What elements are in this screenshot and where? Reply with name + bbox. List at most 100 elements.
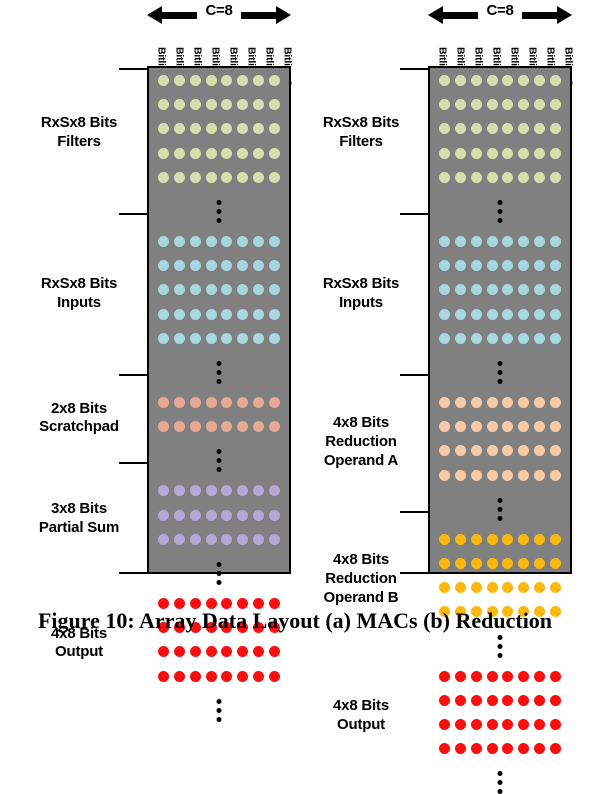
ellipsis-dot — [216, 562, 222, 567]
dot-row — [434, 332, 566, 345]
memory-cell-dot — [173, 670, 185, 682]
ellipsis-dot — [497, 379, 503, 384]
memory-cell-dot — [158, 533, 169, 545]
memory-cell-dot — [454, 308, 466, 320]
dot-row — [434, 469, 566, 482]
memory-cell-dot — [439, 171, 450, 183]
memory-cell-dot — [439, 284, 450, 296]
memory-cell-dot — [518, 694, 530, 706]
memory-cell-dot — [173, 421, 185, 433]
memory-cell-dot — [237, 670, 249, 682]
memory-cell-dot — [470, 260, 482, 272]
arrow-left-icon — [147, 6, 162, 24]
dot-row — [434, 718, 566, 731]
memory-cell-dot — [502, 147, 514, 159]
section-label-line-2: Reduction — [325, 569, 397, 587]
memory-cell-dot — [268, 485, 280, 497]
memory-cell-dot — [189, 421, 201, 433]
memory-cell-dot — [502, 694, 514, 706]
bitline-label-3: Bitline 3 — [464, 26, 485, 85]
memory-cell-dot — [158, 123, 169, 135]
ellipsis-dot — [216, 370, 222, 375]
memory-cell-dot — [253, 646, 265, 658]
memory-cell-dot — [221, 622, 233, 634]
memory-cell-dot — [486, 99, 498, 111]
memory-cell-dot — [268, 332, 280, 344]
memory-cell-dot — [173, 284, 185, 296]
memory-cell-dot — [158, 99, 169, 111]
ellipsis-dot — [216, 218, 222, 223]
memory-cell-dot — [502, 743, 514, 755]
memory-cell-dot — [470, 558, 482, 569]
memory-cell-dot — [502, 533, 514, 545]
memory-cell-dot — [470, 99, 482, 111]
memory-cell-dot — [486, 332, 498, 344]
memory-cell-dot — [268, 509, 280, 521]
memory-cell-dot — [439, 558, 450, 569]
memory-cell-dot — [439, 308, 450, 320]
panel-b-c-label: C=8 — [486, 2, 514, 19]
memory-cell-dot — [549, 445, 561, 457]
dot-row — [153, 122, 285, 135]
memory-cell-dot — [470, 670, 482, 682]
memory-cell-dot — [454, 533, 466, 545]
bitline-label-1: Bitline 1 — [147, 26, 168, 85]
dot-row — [153, 74, 285, 87]
memory-cell-dot — [158, 147, 169, 159]
section-label-line-3: Operand A — [323, 451, 399, 469]
section-boundary-tick — [119, 374, 149, 376]
memory-cell-dot — [221, 308, 233, 320]
memory-cell-dot — [549, 670, 561, 682]
section-label-line-1: RxSx8 Bits — [322, 274, 400, 292]
memory-cell-dot — [549, 606, 561, 618]
memory-cell-dot — [454, 421, 466, 433]
bitline-label-6: Bitline 6 — [237, 26, 258, 85]
memory-cell-dot — [268, 260, 280, 272]
section-boundary-tick — [400, 572, 430, 574]
memory-cell-dot — [237, 509, 249, 521]
memory-cell-dot — [549, 147, 561, 159]
memory-cell-dot — [486, 123, 498, 135]
memory-cell-dot — [502, 582, 514, 594]
ellipsis-dot — [216, 580, 222, 585]
bitline-label-4: Bitline 4 — [201, 26, 222, 85]
memory-cell-dot — [205, 646, 217, 658]
bitline-label-8: Bitline 8 — [554, 26, 575, 85]
memory-cell-dot — [502, 469, 514, 481]
vertical-ellipsis — [216, 698, 222, 722]
ellipsis-dot — [216, 698, 222, 704]
ellipsis-dot — [216, 361, 222, 366]
section-boundary-tick — [400, 213, 430, 215]
memory-cell-dot — [486, 743, 498, 755]
ellipsis-dot — [497, 506, 503, 512]
section-boundary-tick — [119, 462, 149, 465]
memory-cell-dot — [470, 397, 482, 408]
arrow-right-shaft — [522, 12, 558, 19]
ellipsis-dot — [497, 515, 503, 521]
memory-cell-dot — [518, 236, 530, 247]
memory-cell-dot — [189, 533, 201, 545]
memory-cell-dot — [189, 75, 201, 86]
memory-cell-dot — [534, 606, 546, 618]
memory-cell-dot — [189, 622, 201, 634]
memory-cell-dot — [158, 236, 169, 247]
memory-cell-dot — [221, 284, 233, 296]
memory-cell-dot — [253, 622, 265, 634]
memory-cell-dot — [173, 308, 185, 320]
memory-cell-dot — [205, 397, 217, 408]
memory-cell-dot — [470, 171, 482, 183]
memory-cell-dot — [549, 284, 561, 296]
memory-cell-dot — [549, 719, 561, 730]
ellipsis-dot — [497, 771, 503, 777]
section-label-line-2: Inputs — [339, 293, 383, 311]
section-label-line-1: 3x8 Bits — [51, 500, 107, 517]
memory-cell-dot — [470, 743, 482, 755]
memory-cell-dot — [518, 582, 530, 594]
memory-cell-dot — [237, 622, 249, 634]
memory-cell-dot — [221, 75, 233, 86]
section-label-line-3: Operand B — [323, 588, 399, 606]
arrow-right-icon — [276, 6, 291, 24]
memory-cell-dot — [439, 719, 450, 730]
memory-cell-dot — [173, 147, 185, 159]
